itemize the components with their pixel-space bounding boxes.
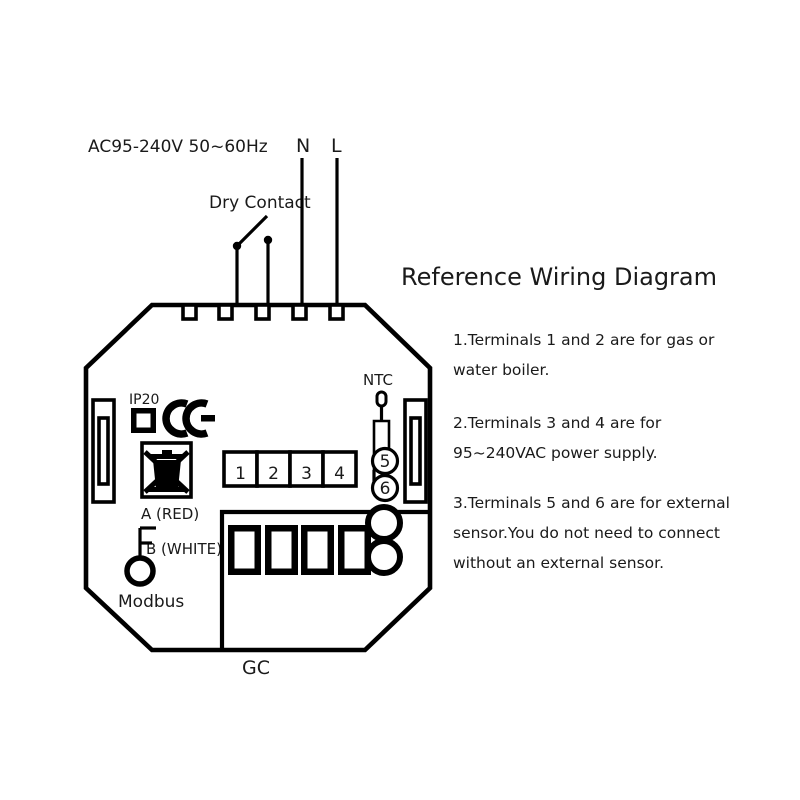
terminal-1-label: 1 — [235, 464, 246, 484]
note-3-line-1: 3.Terminals 5 and 6 are for external — [453, 494, 730, 512]
note-1-line-2: water boiler. — [453, 361, 549, 379]
note-3-line-3: without an external sensor. — [453, 554, 664, 572]
device-caption-label: GC — [242, 657, 270, 679]
round-sensor-terminals — [365, 504, 403, 576]
neutral-label: N — [296, 135, 310, 157]
top-edge-notches — [181, 303, 345, 321]
ntc-terminal-5-label: 5 — [380, 452, 391, 472]
left-mounting-slot — [91, 398, 116, 504]
supply-voltage-label: AC95-240V 50~60Hz — [88, 137, 268, 157]
terminal-1: 1 — [222, 450, 259, 488]
note-2: 2.Terminals 3 and 4 are for 95~240VAC po… — [453, 414, 662, 462]
ntc-terminal-6: 6 — [370, 473, 400, 503]
lower-terminal-block — [219, 504, 430, 650]
note-2-line-1: 2.Terminals 3 and 4 are for — [453, 414, 662, 432]
terminal-4-label: 4 — [334, 464, 345, 484]
page-title: Reference Wiring Diagram — [401, 263, 717, 291]
terminal-4: 4 — [321, 450, 358, 488]
modbus-connector-icon — [124, 526, 156, 587]
note-1-line-1: 1.Terminals 1 and 2 are for gas or — [453, 331, 715, 349]
ntc-terminal-6-label: 6 — [380, 479, 391, 499]
ip20-enclosure-icon — [131, 408, 156, 433]
note-3: 3.Terminals 5 and 6 are for external sen… — [453, 494, 730, 572]
terminal-3-label: 3 — [301, 464, 312, 484]
ntc-label: NTC — [363, 371, 393, 389]
terminal-2-label: 2 — [268, 464, 279, 484]
right-mounting-slot — [403, 398, 428, 504]
note-2-line-2: 95~240VAC power supply. — [453, 444, 658, 462]
ce-mark-icon — [162, 399, 215, 438]
modbus-line-b-label: B (WHITE) — [146, 540, 222, 558]
note-1: 1.Terminals 1 and 2 are for gas or water… — [453, 331, 715, 379]
screw-terminal-slots — [228, 525, 371, 575]
terminal-2: 2 — [255, 450, 292, 488]
modbus-label: Modbus — [118, 592, 184, 612]
weee-crossed-bin-icon — [140, 441, 193, 499]
ip20-label: IP20 — [129, 392, 159, 408]
ntc-terminal-5: 5 — [370, 446, 400, 476]
dry-contact-label: Dry Contact — [209, 193, 311, 213]
note-3-line-2: sensor.You do not need to connect — [453, 524, 720, 542]
modbus-line-a-label: A (RED) — [141, 505, 199, 523]
terminal-3: 3 — [288, 450, 325, 488]
live-label: L — [331, 135, 342, 157]
